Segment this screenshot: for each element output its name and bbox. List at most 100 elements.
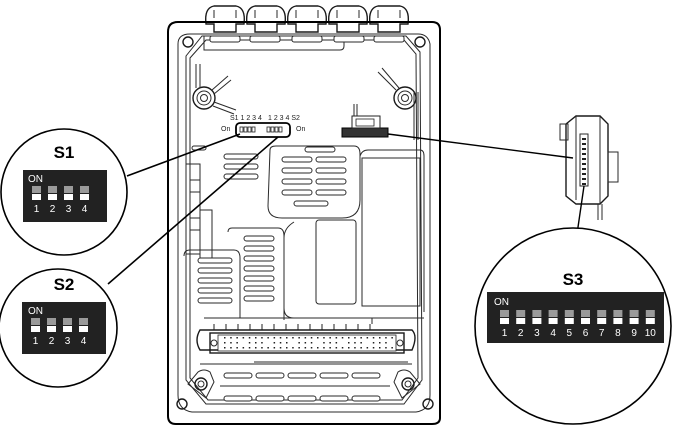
board-label-on-right: On bbox=[296, 126, 305, 133]
dip-switch-upper bbox=[645, 310, 655, 317]
dip-switch-lower bbox=[564, 318, 574, 324]
dip-switch-number: 5 bbox=[567, 328, 573, 339]
connector-pin bbox=[298, 347, 300, 349]
leader-line-s1 bbox=[126, 133, 241, 177]
dip-switch-number: 4 bbox=[82, 204, 88, 215]
board-label-s1: S1 1 2 3 4 bbox=[230, 115, 262, 122]
connector-pin bbox=[317, 347, 319, 349]
connector-pin bbox=[329, 337, 331, 339]
connector-pin bbox=[267, 347, 269, 349]
vent-panel-top bbox=[267, 145, 361, 219]
vent-slots-bottom bbox=[220, 372, 390, 402]
cable-gland bbox=[245, 5, 287, 33]
dip-switch-number: 9 bbox=[631, 328, 637, 339]
connector-pin bbox=[261, 347, 263, 349]
dip-switch-number: 1 bbox=[33, 336, 39, 347]
on-label-s1: ON bbox=[28, 174, 43, 185]
connector-pin bbox=[323, 342, 325, 344]
connector-pin bbox=[385, 347, 387, 349]
connector-pin bbox=[279, 347, 282, 349]
dip-switch-number: 6 bbox=[583, 328, 589, 339]
dip-switch-number: 3 bbox=[534, 328, 540, 339]
dip-switch-lower bbox=[613, 318, 623, 324]
dip-switch-lower bbox=[31, 326, 40, 332]
leader-line-s2 bbox=[107, 136, 279, 285]
connector-pin bbox=[341, 337, 344, 339]
dip-switch-upper bbox=[48, 186, 57, 193]
dip-switch-upper bbox=[63, 318, 72, 325]
connector-pin bbox=[366, 337, 369, 339]
connector-pin bbox=[310, 347, 313, 349]
connector-pin bbox=[224, 347, 226, 349]
dip-switch-number: 10 bbox=[645, 328, 657, 339]
dip-switch-upper bbox=[32, 186, 41, 193]
connector-pin bbox=[335, 347, 338, 349]
connector-pin bbox=[230, 342, 232, 344]
board-s3-socket bbox=[341, 104, 389, 138]
dip-switch-lower bbox=[64, 194, 73, 200]
cable-gland bbox=[286, 5, 328, 33]
dip-switch-lower bbox=[79, 326, 88, 332]
connector-pin bbox=[292, 347, 294, 349]
connector-pin bbox=[273, 342, 276, 344]
connector-pin bbox=[224, 342, 226, 344]
on-label-s3: ON bbox=[494, 297, 509, 308]
dip-switch-lower bbox=[47, 326, 56, 332]
connector-pin bbox=[230, 337, 232, 339]
connector-pin bbox=[286, 337, 288, 339]
connector-pin bbox=[310, 337, 313, 339]
dip-switch-lower bbox=[548, 318, 558, 324]
connector-pins bbox=[224, 337, 393, 349]
dip-switch-upper bbox=[597, 310, 607, 317]
cable-gland bbox=[327, 5, 369, 33]
cable-glands bbox=[204, 5, 410, 33]
connector-pin bbox=[360, 347, 362, 349]
connector-pin bbox=[248, 337, 251, 339]
connector-pin bbox=[323, 337, 325, 339]
main-connector bbox=[196, 317, 416, 365]
connector-pin bbox=[379, 337, 381, 339]
leader-line-s3-callout bbox=[576, 185, 585, 235]
controller-housing: S1 1 2 3 4 1 2 3 4 S2 On On bbox=[167, 5, 441, 425]
connector-pin bbox=[304, 347, 307, 349]
connector-pin bbox=[255, 347, 257, 349]
dip-switch-number: 4 bbox=[81, 336, 87, 347]
connector-pin bbox=[335, 337, 338, 339]
connector-pin bbox=[236, 342, 238, 344]
connector-pin bbox=[279, 337, 282, 339]
connector-pin bbox=[317, 337, 319, 339]
connector-pin bbox=[242, 347, 245, 349]
dip-switch-number: 1 bbox=[34, 204, 40, 215]
connector-pin bbox=[354, 342, 356, 344]
connector-pin bbox=[323, 347, 325, 349]
s3-connector-part bbox=[559, 115, 619, 220]
connector-pin bbox=[224, 337, 226, 339]
connector-pin bbox=[341, 347, 344, 349]
connector-pin bbox=[379, 342, 381, 344]
connector-pin bbox=[354, 337, 356, 339]
dip-switch-upper bbox=[548, 310, 558, 317]
connector-pin bbox=[261, 342, 263, 344]
dip-switch-upper bbox=[79, 318, 88, 325]
connector-pin bbox=[372, 337, 375, 339]
connector-pin bbox=[267, 337, 269, 339]
connector-pin bbox=[360, 337, 362, 339]
connector-pin bbox=[372, 342, 375, 344]
dip-switch-upper bbox=[564, 310, 574, 317]
leader-line-s3-board bbox=[387, 133, 574, 159]
connector-pin bbox=[391, 337, 393, 339]
callout-title-s1: S1 bbox=[54, 143, 75, 162]
connector-pin bbox=[304, 342, 307, 344]
dip-switch-lower bbox=[597, 318, 607, 324]
connector-pin bbox=[372, 347, 375, 349]
dip-switch-lower bbox=[63, 326, 72, 332]
connector-pin bbox=[255, 342, 257, 344]
connector-pin bbox=[348, 337, 350, 339]
connector-pin bbox=[379, 347, 381, 349]
connector-pin bbox=[298, 337, 300, 339]
